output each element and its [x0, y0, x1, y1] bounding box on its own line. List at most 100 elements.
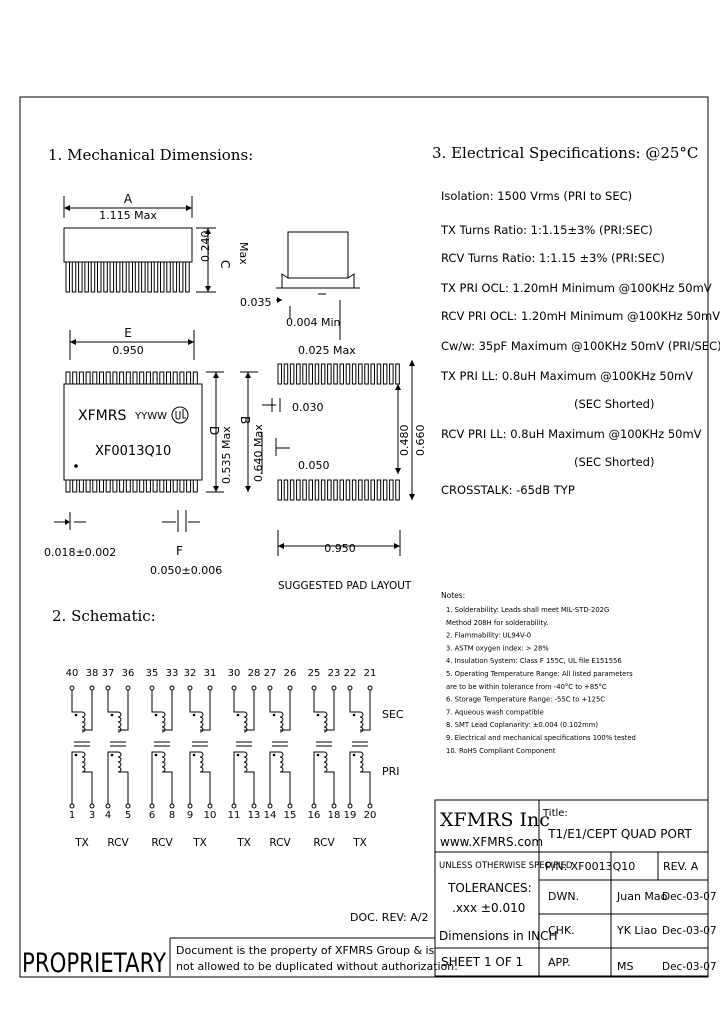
bottom-pin-node — [69, 803, 75, 809]
company-website: www.XFMRS.com — [440, 835, 543, 849]
bottom-pin-label: 19 — [344, 810, 357, 821]
chk-label: CHK. — [548, 924, 575, 937]
bottom-pin-node — [267, 803, 273, 809]
part-number: P/N: XF0013Q10 — [545, 860, 635, 873]
electrical-specs: Isolation: 1500 Vrms (PRI to SEC) TX Tur… — [440, 189, 720, 497]
pri-label: PRI — [382, 765, 400, 778]
lead — [105, 479, 111, 493]
pad — [358, 363, 363, 385]
dim-a-value: 1.115 Max — [99, 209, 157, 222]
note-line: 4. Insulation System: Class F 155C, UL f… — [446, 657, 622, 665]
winding — [199, 751, 204, 773]
channel-label: TX — [352, 837, 367, 849]
lead — [97, 261, 102, 293]
pad — [327, 363, 332, 385]
pad — [320, 363, 326, 385]
top-pin-label: 37 — [102, 668, 115, 679]
schematic-heading: 2. Schematic: — [52, 607, 156, 625]
chip-date: YYWW — [134, 411, 167, 422]
lead — [72, 371, 78, 385]
lead — [65, 261, 70, 293]
spec-rcv-turns: RCV Turns Ratio: 1:1.15 ±3% (PRI:SEC) — [441, 251, 665, 265]
lead — [147, 261, 152, 293]
pad-caption: SUGGESTED PAD LAYOUT — [278, 580, 412, 592]
lead — [90, 261, 96, 293]
pad — [302, 479, 307, 501]
pad — [333, 363, 338, 385]
top-pin-label: 40 — [66, 668, 79, 679]
channel-label: RCV — [107, 837, 129, 849]
pad-layout: 0.030 0.050 0.480 0.660 0.950 SUGGESTED … — [261, 360, 427, 592]
title-label: Title: — [542, 808, 568, 819]
pad — [302, 363, 307, 385]
spec-rcv-ll-note: (SEC Shorted) — [574, 455, 654, 469]
lead — [128, 261, 133, 293]
bottom-pin-node — [125, 803, 131, 809]
dim-c-letter: C — [218, 260, 232, 268]
doc-rev: DOC. REV: A/2 — [350, 911, 428, 924]
top-view: E 0.950 XFMRS YYWW XF0013Q10 D 0.535 Max… — [44, 326, 265, 577]
lead — [99, 479, 104, 493]
winding — [117, 751, 122, 773]
lead — [145, 371, 151, 385]
top-pin-node — [69, 685, 75, 691]
app-date: Dec-03-07 — [662, 961, 717, 973]
top-pin-label: 25 — [308, 668, 321, 679]
pad — [320, 479, 326, 501]
polarity-dot-icon — [192, 713, 196, 717]
note-line: 3. ASTM oxygen index: > 28% — [446, 644, 549, 652]
revision: REV. A — [663, 860, 699, 873]
lead — [78, 371, 84, 385]
spec-isolation: Isolation: 1500 Vrms (PRI to SEC) — [441, 189, 632, 203]
top-pin-label: 23 — [328, 668, 341, 679]
bottom-pin-node — [367, 803, 373, 809]
lead — [179, 371, 185, 385]
top-pin-node — [105, 685, 111, 691]
spec-rcv-ll: RCV PRI LL: 0.8uH Maximum @100KHz 50mV — [441, 427, 702, 441]
dim-b-value: 0.640 Max — [252, 424, 265, 482]
dim-d-value: 0.535 Max — [220, 426, 233, 484]
winding — [359, 751, 364, 773]
proprietary-mark: PROPRIETARY — [22, 948, 166, 979]
lead — [119, 371, 125, 385]
pad — [364, 363, 369, 385]
lead — [166, 371, 171, 385]
bottom-pin-node — [207, 803, 213, 809]
top-pin-node — [287, 685, 293, 691]
notes: Notes: 1. Solderability: Leads shall mee… — [441, 591, 636, 755]
notes-title: Notes: — [441, 591, 465, 600]
pad — [339, 479, 344, 501]
top-pin-node — [347, 685, 353, 691]
sheet-number: SHEET 1 OF 1 — [441, 955, 523, 969]
chip-brand: XFMRS — [78, 408, 126, 424]
dwn-name: Juan Mao — [616, 890, 668, 903]
bottom-pin-label: 11 — [228, 810, 241, 821]
top-view-lower-leads — [65, 479, 198, 493]
pad — [296, 479, 301, 501]
channel-label: TX — [74, 837, 89, 849]
winding — [279, 751, 284, 773]
pads-upper-row — [277, 363, 400, 385]
pad — [308, 479, 313, 501]
dim-e-value: 0.950 — [112, 344, 144, 357]
lead — [78, 261, 83, 293]
pad — [277, 363, 282, 385]
lead — [109, 261, 115, 293]
drawing-title: T1/E1/CEPT QUAD PORT — [547, 827, 692, 841]
note-line: 10. RoHS Compliant Component — [446, 747, 556, 755]
pad — [395, 363, 400, 385]
top-pin-node — [331, 685, 337, 691]
chk-date: Dec-03-07 — [662, 925, 717, 937]
pad — [345, 479, 351, 501]
top-pin-label: 32 — [184, 668, 197, 679]
bottom-pin-label: 6 — [149, 810, 155, 821]
lead — [84, 261, 89, 293]
top-pin-node — [187, 685, 193, 691]
pad — [327, 479, 332, 501]
lead — [178, 261, 184, 293]
lead — [139, 479, 145, 493]
top-pin-node — [207, 685, 213, 691]
dim-018: 0.018±0.002 — [44, 546, 116, 559]
winding — [323, 751, 328, 773]
